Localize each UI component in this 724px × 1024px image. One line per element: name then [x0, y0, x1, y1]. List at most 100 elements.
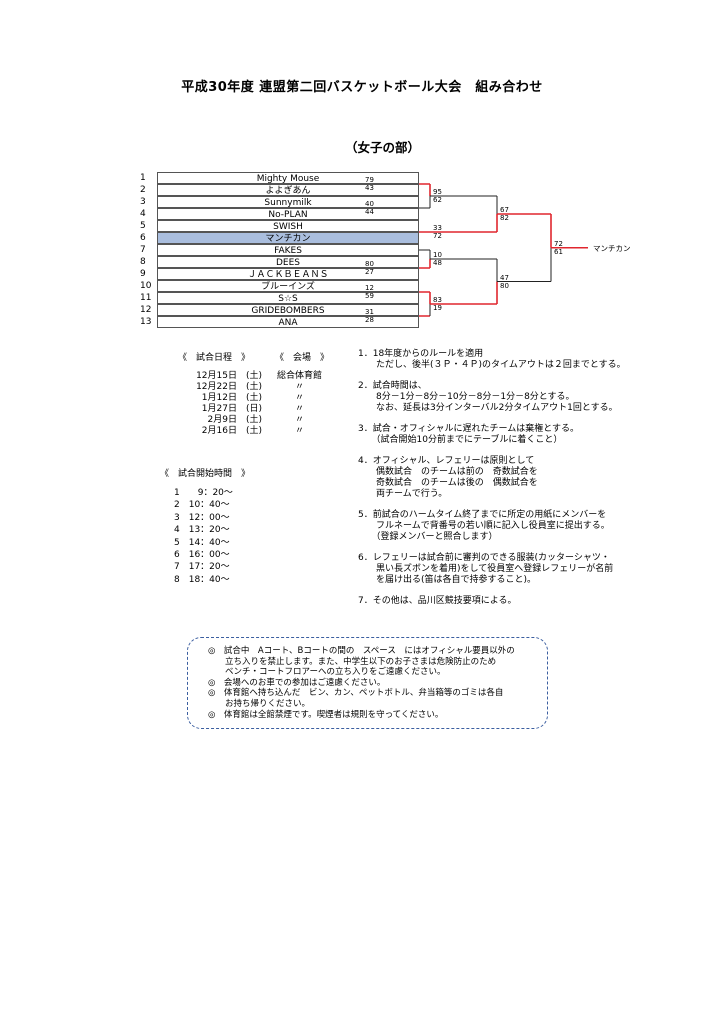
- schedule-venue: 〃: [294, 382, 304, 392]
- rule-line: 2．試合時間は、: [358, 381, 427, 391]
- score-sf-top-top: 67: [500, 206, 509, 214]
- notice-line: ◎ 試合中 Aコート、Bコートの間の スペース にはオフィシャル要員以外の: [208, 646, 515, 656]
- score-sf-top-bottom: 82: [500, 214, 509, 222]
- score-r2-a-bottom: 62: [433, 196, 442, 204]
- schedule-venue: 〃: [294, 426, 304, 436]
- team-seed-number: 5: [140, 221, 146, 231]
- team-seed-number: 2: [140, 185, 146, 195]
- rule-line: 3．試合・オフィシャルに遅れたチームは棄権とする。: [358, 424, 580, 434]
- notice-line: ◎ 体育館は全館禁煙です。喫煙者は規則を守ってください。: [208, 709, 444, 720]
- start-time-row: 6 16：00～: [174, 550, 230, 560]
- schedule-venue-header: 《 会場 》: [275, 353, 330, 363]
- score-r1-e-top: 12: [365, 284, 374, 292]
- team-name: ＪＡＣＫＢＥＡＮＳ: [157, 268, 419, 280]
- schedule-date: 1月12日 (土): [201, 393, 262, 403]
- rule-line: ただし、後半(３Ｐ・４Ｐ)のタイムアウトは２回までとする。: [358, 360, 626, 370]
- team-seed-number: 6: [140, 233, 146, 243]
- score-final-bottom: 61: [554, 247, 563, 256]
- team-name: DEES: [157, 256, 419, 268]
- schedule-venue: 〃: [294, 393, 304, 403]
- schedule-date: 2月9日 (土): [207, 415, 262, 425]
- team-seed-number: 3: [140, 197, 146, 207]
- start-time-row: 2 10：40～: [174, 500, 230, 511]
- rule-line: 偶数試合 のチームは前の 奇数試合を: [358, 467, 538, 477]
- notice-line: お持ち帰りください。: [208, 699, 311, 709]
- score-sf-bottom-bottom: 80: [500, 281, 509, 290]
- team-seed-number: 11: [140, 293, 152, 303]
- start-time-row: 7 17：20～: [174, 562, 230, 573]
- team-seed-number: 12: [140, 305, 152, 315]
- score-r2-b-bottom: 48: [433, 259, 442, 267]
- champion-label: マンチカン: [593, 244, 631, 253]
- score-r1-f-top: 31: [365, 308, 374, 316]
- score-r2-c-bottom: 19: [433, 304, 442, 312]
- score-r1-a-bottom: 43: [365, 184, 374, 192]
- rule-line: （登録メンバーと照合します）: [358, 532, 498, 542]
- team-seed-number: 7: [140, 245, 146, 255]
- schedule-date-header: 《 試合日程 》: [178, 353, 251, 363]
- rule-line: 黒い長ズボンを着用)をして役員室へ登録レフェリーが名前: [358, 564, 614, 574]
- team-name: Mighty Mouse: [157, 172, 419, 184]
- schedule-venue: 〃: [294, 415, 304, 425]
- team-name: マンチカン: [157, 232, 419, 244]
- team-seed-number: 13: [140, 317, 152, 327]
- notice-line: ベンチ・コートフロアーへの立ち入りをご遠慮ください。: [208, 667, 446, 678]
- score-r2-a-top: 95: [433, 188, 442, 196]
- rule-line: 奇数試合 のチームは後の 偶数試合を: [358, 478, 538, 488]
- schedule-venue: 総合体育館: [276, 371, 322, 381]
- notice-line: ◎ 体育館へ持ち込んだ ビン、カン、ペットボトル、弁当箱等のゴミは各自: [208, 688, 504, 699]
- notice-box: [187, 637, 548, 729]
- rule-line: 1．18年度からのルールを適用: [358, 349, 484, 359]
- rule-line: 6．レフェリーは試合前に審判のできる服装(カッターシャツ・: [358, 553, 610, 563]
- start-time-header: 《 試合開始時間 》: [160, 469, 251, 479]
- rule-line: 7．その他は、品川区競技要項による。: [358, 596, 517, 606]
- team-seed-number: 8: [140, 257, 146, 267]
- team-name: S☆S: [157, 292, 419, 304]
- start-time-row: 5 14：40～: [174, 537, 230, 548]
- team-name: よよぎあん: [157, 184, 419, 196]
- team-seed-number: 9: [140, 269, 146, 279]
- division-subtitle: （女子の部）: [345, 140, 421, 155]
- score-r2-b-top: 10: [433, 251, 442, 259]
- score-r1-b-top: 40: [365, 200, 374, 208]
- rule-line: （試合開始10分前までにテーブルに着くこと）: [358, 435, 563, 445]
- schedule-date: 12月15日 (土): [196, 371, 262, 381]
- rule-line: なお、延長は3分インターバル2分タイムアウト1回とする。: [358, 403, 618, 413]
- score-r2-c-top: 83: [433, 296, 442, 304]
- schedule-date: 1月27日 (日): [201, 404, 262, 414]
- rule-line: 両チームで行う。: [358, 489, 448, 499]
- team-name: Sunnymilk: [157, 196, 419, 208]
- rule-line: 5．前試合のハームタイム終了までに所定の用紙にメンバーを: [358, 510, 607, 520]
- score-r1-f-bottom: 28: [365, 316, 374, 324]
- score-r1-d-bottom: 27: [365, 268, 374, 276]
- score-final-top: 72: [554, 239, 563, 248]
- score-r1-b-bottom: 44: [365, 208, 374, 216]
- team-name: ANA: [157, 316, 419, 328]
- team-seed-number: 10: [140, 281, 152, 291]
- schedule-date: 12月22日 (土): [196, 382, 262, 392]
- start-time-row: 1 9：20～: [174, 488, 233, 498]
- team-name: No-PLAN: [157, 208, 419, 220]
- page-title: 平成30年度 連盟第二回バスケットボール大会 組み合わせ: [181, 80, 543, 95]
- score-r1-d-top: 80: [365, 260, 374, 268]
- team-seed-number: 1: [140, 173, 146, 183]
- rule-line: 8分－1分－8分－10分－8分－1分－8分とする。: [358, 392, 575, 402]
- team-seed-number: 4: [140, 209, 146, 219]
- rule-line: 4．オフィシャル、レフェリーは原則として: [358, 456, 535, 466]
- start-time-row: 4 13：20～: [174, 525, 230, 536]
- score-r1-c-bottom: 72: [433, 232, 442, 240]
- team-name: ブルーインズ: [157, 280, 419, 292]
- team-name: SWISH: [157, 220, 419, 232]
- rule-line: を届け出る(笛は各自で持参すること)。: [358, 575, 537, 585]
- start-time-row: 3 12：00～: [174, 512, 230, 523]
- schedule-date: 2月16日 (土): [201, 426, 262, 436]
- team-name: GRIDEBOMBERS: [157, 304, 419, 316]
- team-name: FAKES: [157, 244, 419, 256]
- schedule-venue: 〃: [294, 404, 304, 414]
- start-time-row: 8 18：40～: [174, 574, 230, 585]
- score-r1-a-top: 79: [365, 176, 374, 184]
- score-r1-c-top: 33: [433, 224, 442, 232]
- score-r1-e-bottom: 59: [365, 292, 374, 300]
- rule-line: フルネームで背番号の若い順に記入し役員室に提出する。: [358, 521, 610, 531]
